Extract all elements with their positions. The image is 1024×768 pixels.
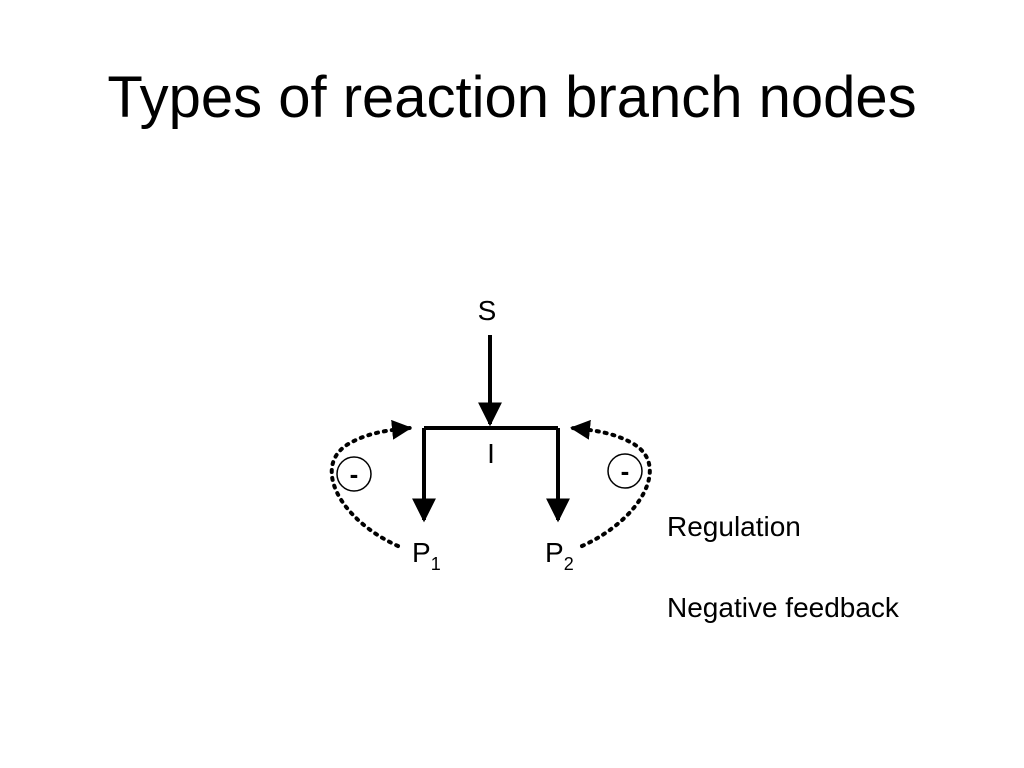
- left-feedback-curve: [329, 419, 412, 548]
- right-inhibition-circle: [607, 453, 643, 489]
- negative-feedback-label: Negative feedback: [667, 592, 899, 623]
- product-1-subscript: 1: [431, 554, 441, 574]
- slide-title: Types of reaction branch nodes: [107, 65, 917, 130]
- product-1-base: P: [412, 537, 431, 568]
- substrate-label: S: [478, 295, 497, 326]
- left-inhibition-circle: [336, 456, 372, 492]
- left-inhibition-sign: -: [350, 459, 359, 489]
- product-1-label: P1: [412, 537, 441, 574]
- product-2-label: P2: [545, 537, 574, 574]
- right-feedback-curve: [570, 419, 652, 548]
- product-2-subscript: 2: [564, 554, 574, 574]
- intermediate-label: I: [487, 438, 495, 469]
- product-2-base: P: [545, 537, 564, 568]
- right-inhibition-sign: -: [621, 456, 630, 486]
- regulation-label: Regulation: [667, 511, 801, 542]
